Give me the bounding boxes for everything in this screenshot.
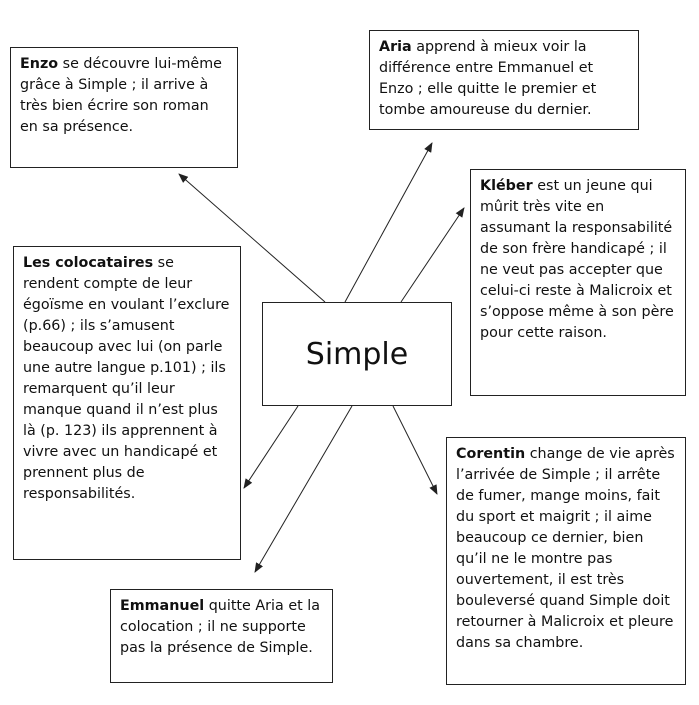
arrow-to-emmanuel xyxy=(254,405,353,573)
character-description: se découvre lui-même grâce à Simple ; il… xyxy=(20,56,222,135)
character-name: Corentin xyxy=(456,446,526,462)
character-name: Kléber xyxy=(480,178,533,194)
character-description: change de vie après l’arrivée de Simple … xyxy=(456,446,675,651)
character-description: se rendent compte de leur égoïsme en vou… xyxy=(23,255,230,502)
arrow-to-corentin xyxy=(392,405,438,495)
character-name: Aria xyxy=(379,39,412,55)
character-box-aria: Aria apprend à mieux voir la différence … xyxy=(369,30,639,130)
character-box-corentin: Corentin change de vie après l’arrivée d… xyxy=(446,437,686,685)
arrow-to-enzo xyxy=(178,173,326,303)
character-description: apprend à mieux voir la différence entre… xyxy=(379,39,597,118)
character-name: Emmanuel xyxy=(120,598,205,614)
arrow-to-colocataires xyxy=(243,405,299,489)
character-box-colocataires: Les colocataires se rendent compte de le… xyxy=(13,246,241,560)
character-description: quitte Aria et la colocation ; il ne sup… xyxy=(120,598,320,656)
arrow-to-kleber xyxy=(400,207,465,303)
character-box-kleber: Kléber est un jeune qui mûrit très vite … xyxy=(470,169,686,396)
character-box-enzo: Enzo se découvre lui-même grâce à Simple… xyxy=(10,47,238,168)
character-name: Enzo xyxy=(20,56,59,72)
character-box-emmanuel: Emmanuel quitte Aria et la colocation ; … xyxy=(110,589,333,683)
arrow-to-aria xyxy=(344,142,433,303)
character-description: est un jeune qui mûrit très vite en assu… xyxy=(480,178,674,341)
center-node-simple: Simple xyxy=(262,302,452,406)
character-name: Les colocataires xyxy=(23,255,154,271)
center-label: Simple xyxy=(305,336,409,372)
